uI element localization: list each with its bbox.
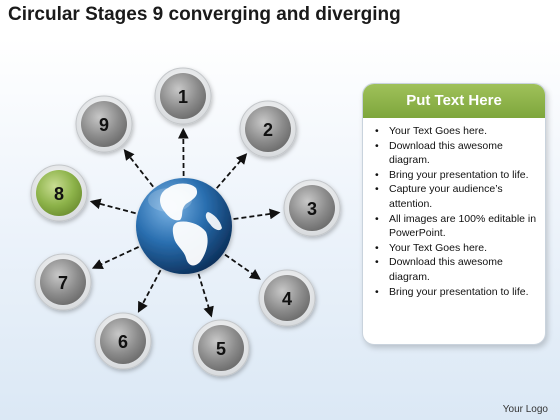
stage-node-6: 6 <box>94 312 152 370</box>
stage-node-fill <box>264 275 310 321</box>
arrow-to-node-9 <box>123 149 154 188</box>
arrow-to-node-3 <box>233 208 281 220</box>
arrow-to-node-7 <box>91 246 140 269</box>
arrow-to-node-8 <box>89 198 136 215</box>
panel-header: Put Text Here <box>363 84 545 118</box>
text-panel: Put Text Here Your Text Goes here.Downlo… <box>362 83 546 345</box>
stage-node-2: 2 <box>239 100 297 158</box>
panel-bullet-list: Your Text Goes here.Download this awesom… <box>363 118 545 299</box>
stage-node-3: 3 <box>283 179 341 237</box>
arrow-to-node-6 <box>137 269 162 313</box>
stage-node-label: 1 <box>178 87 188 107</box>
stage-node-8: 8 <box>30 164 88 222</box>
stage-node-label: 2 <box>263 120 273 140</box>
stage-node-fill <box>81 101 127 147</box>
stage-node-5: 5 <box>192 319 250 377</box>
panel-bullet-item: Your Text Goes here. <box>375 124 537 139</box>
panel-bullet-item: Your Text Goes here. <box>375 241 537 256</box>
logo-text: Your Logo <box>502 404 548 415</box>
stage-node-label: 3 <box>307 199 317 219</box>
page-title: Circular Stages 9 converging and divergi… <box>8 4 401 25</box>
stage-node-9: 9 <box>75 95 133 153</box>
title-bar: Circular Stages 9 converging and divergi… <box>0 0 560 38</box>
arrow-group <box>89 127 281 318</box>
node-group: 1 2 3 4 5 6 7 8 9 <box>30 67 341 377</box>
panel-bullet-item: All images are 100% editable in PowerPoi… <box>375 212 537 241</box>
arrow-to-node-4 <box>224 253 261 280</box>
panel-bullet-item: Download this awesome diagram. <box>375 255 537 284</box>
stage-node-fill <box>289 185 335 231</box>
stage-node-fill <box>100 318 146 364</box>
stage-node-label: 8 <box>54 184 64 204</box>
stage-node-label: 4 <box>282 289 292 309</box>
stage-node-fill <box>36 170 82 216</box>
stage-node-label: 7 <box>58 273 68 293</box>
panel-bullet-item: Bring your presentation to life. <box>375 168 537 183</box>
stage-node-label: 6 <box>118 332 128 352</box>
arrow-to-node-2 <box>216 153 248 189</box>
stage-node-fill <box>245 106 291 152</box>
stage-node-4: 4 <box>258 269 316 327</box>
panel-bullet-item: Capture your audience’s attention. <box>375 182 537 211</box>
stage-node-7: 7 <box>34 253 92 311</box>
globe-icon <box>136 178 232 274</box>
stage-node-1: 1 <box>154 67 212 125</box>
panel-bullet-item: Bring your presentation to life. <box>375 285 537 300</box>
stage-node-fill <box>40 259 86 305</box>
arrow-to-node-5 <box>197 273 214 318</box>
stage-node-fill <box>198 325 244 371</box>
stage-node-label: 5 <box>216 339 226 359</box>
panel-bullet-item: Download this awesome diagram. <box>375 139 537 168</box>
stage-node-label: 9 <box>99 115 109 135</box>
stage-node-fill <box>160 73 206 119</box>
